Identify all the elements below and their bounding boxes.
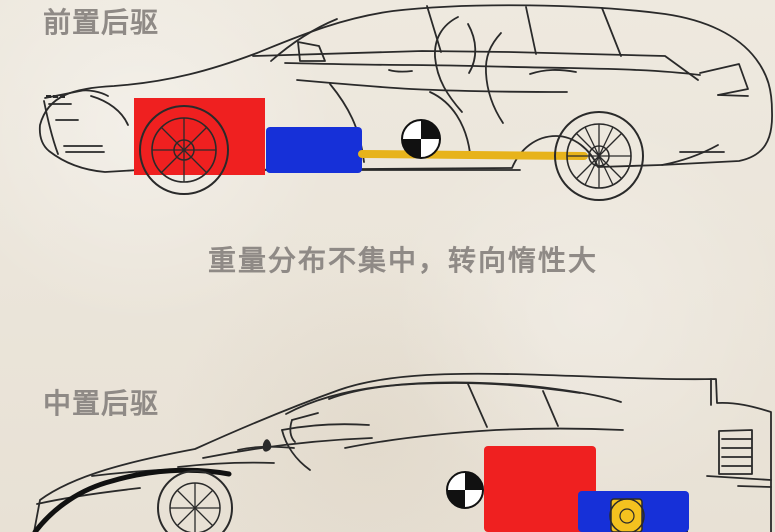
- front-engine-title: 前置后驱: [43, 6, 160, 39]
- front-gearbox-block: [266, 127, 362, 173]
- front-engine-car: [38, 4, 773, 201]
- mid-engine-title: 中置后驱: [43, 387, 160, 420]
- horse-emblem-icon: [262, 439, 272, 452]
- center-of-gravity-icon: [446, 471, 484, 509]
- center-of-gravity-icon: [401, 119, 441, 159]
- front-driveshaft: [358, 150, 588, 160]
- weight-distribution-caption: 重量分布不集中，转向惰性大: [208, 244, 599, 277]
- mid-engine-car: [32, 372, 772, 532]
- front-engine-block: [134, 98, 265, 175]
- mid-engine-block: [484, 446, 596, 532]
